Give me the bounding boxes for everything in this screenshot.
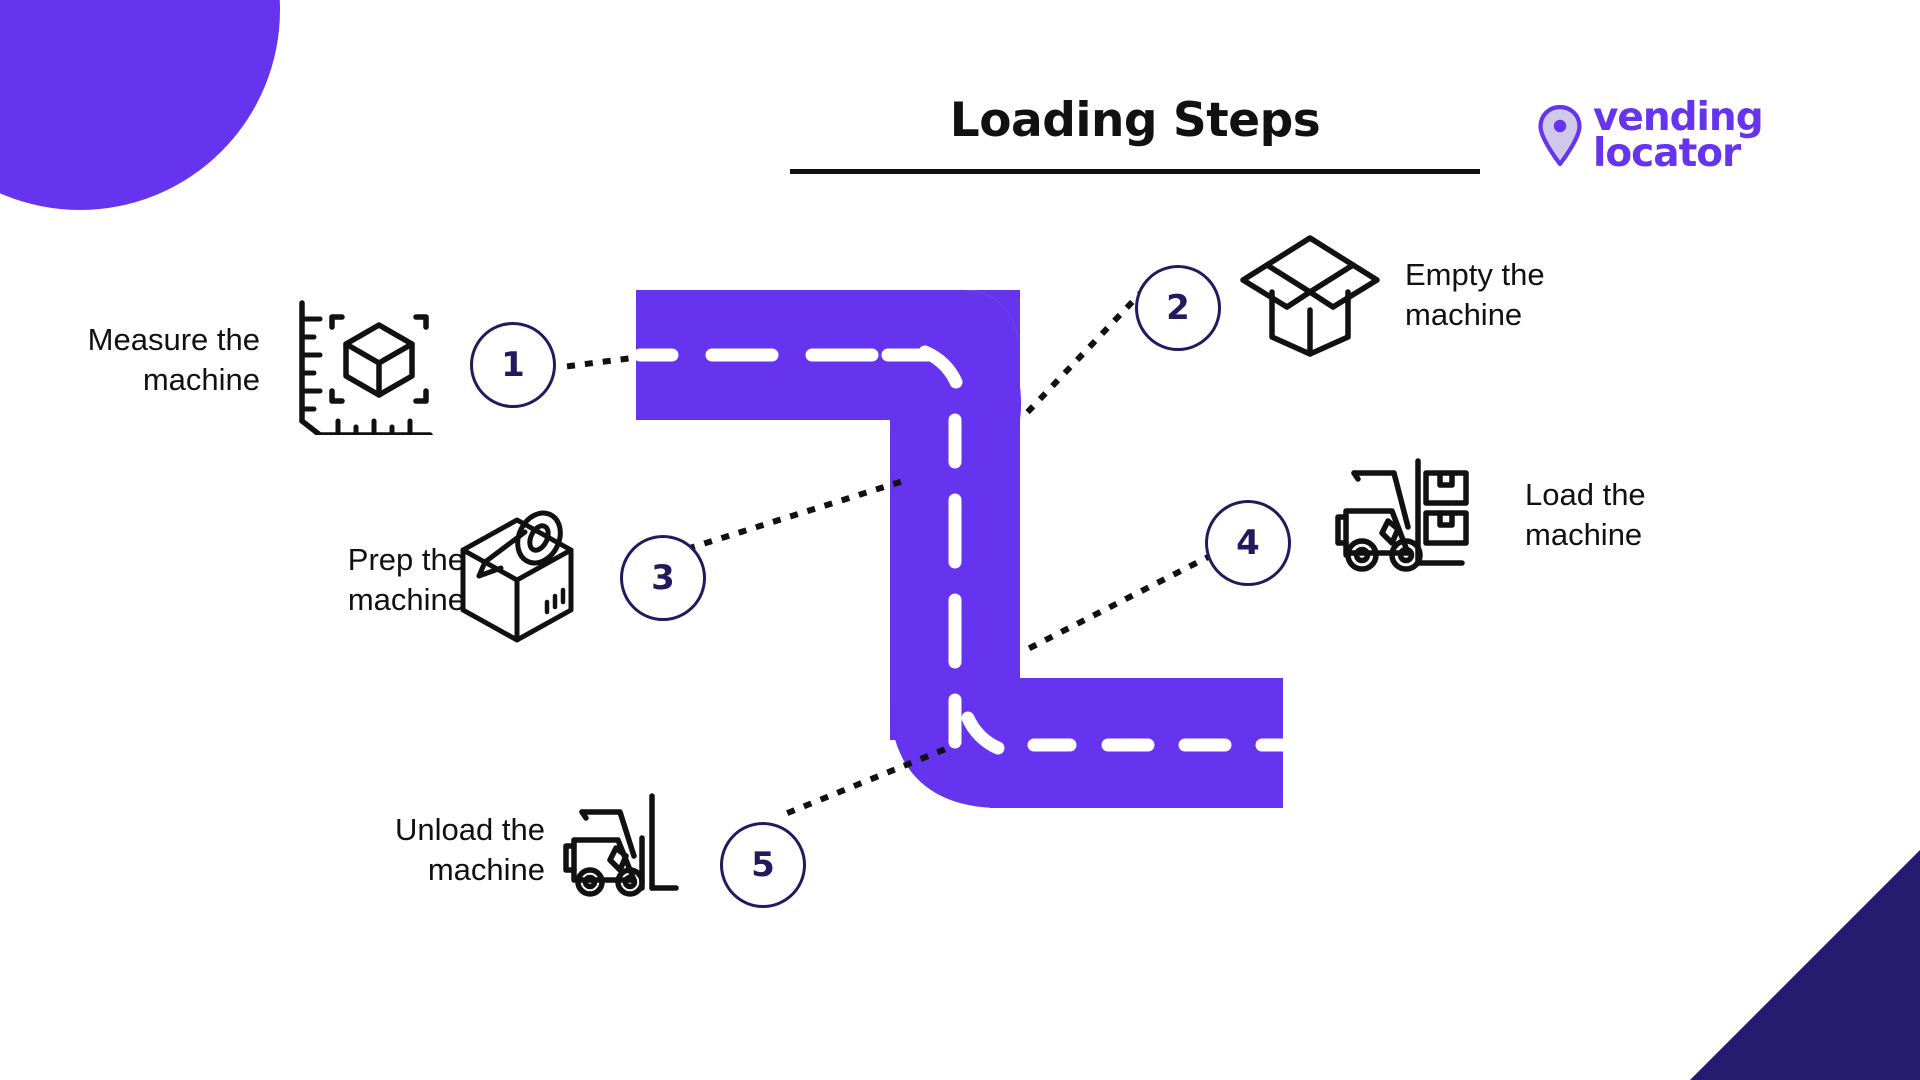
step-marker-1[interactable]: 1 bbox=[470, 322, 556, 408]
connector-line-2 bbox=[1017, 273, 1160, 423]
brand-logo[interactable]: vending locator bbox=[1537, 95, 1764, 176]
brand-name: vending locator bbox=[1593, 95, 1764, 176]
connector-line-3 bbox=[686, 478, 904, 552]
step-number-5: 5 bbox=[751, 845, 775, 885]
connector-line-1 bbox=[566, 353, 644, 370]
forklift-loaded-icon bbox=[1330, 455, 1480, 580]
ruler-cube-measure-icon bbox=[290, 295, 435, 435]
brand-name-line1: vending bbox=[1593, 95, 1764, 140]
open-box-icon bbox=[1235, 232, 1385, 357]
taped-box-icon bbox=[455, 510, 580, 650]
brand-name-line2: locator bbox=[1593, 130, 1741, 176]
step-marker-5[interactable]: 5 bbox=[720, 822, 806, 908]
step-label-5: Unload the machine bbox=[395, 812, 545, 887]
forklift-empty-icon bbox=[560, 790, 680, 905]
step-marker-2[interactable]: 2 bbox=[1135, 265, 1221, 351]
step-label-3: Prep the machine bbox=[347, 542, 465, 617]
connector-line-4 bbox=[1017, 551, 1215, 657]
step-number-4: 4 bbox=[1236, 523, 1260, 563]
step-label-2: Empty the machine bbox=[1405, 257, 1545, 332]
step-marker-4[interactable]: 4 bbox=[1205, 500, 1291, 586]
step-label-1: Measure the machine bbox=[87, 322, 260, 397]
header: Loading Steps bbox=[790, 95, 1480, 174]
map-pin-icon bbox=[1537, 104, 1583, 167]
step-label-4: Load the machine bbox=[1525, 477, 1646, 552]
step-number-3: 3 bbox=[651, 558, 675, 598]
page-title: Loading Steps bbox=[949, 93, 1321, 148]
step-number-1: 1 bbox=[501, 345, 525, 385]
title-underline bbox=[790, 168, 1480, 174]
connector-line-5 bbox=[786, 744, 952, 816]
step-number-2: 2 bbox=[1166, 288, 1190, 328]
navy-triangle-decoration bbox=[1690, 850, 1920, 1080]
step-marker-3[interactable]: 3 bbox=[620, 535, 706, 621]
